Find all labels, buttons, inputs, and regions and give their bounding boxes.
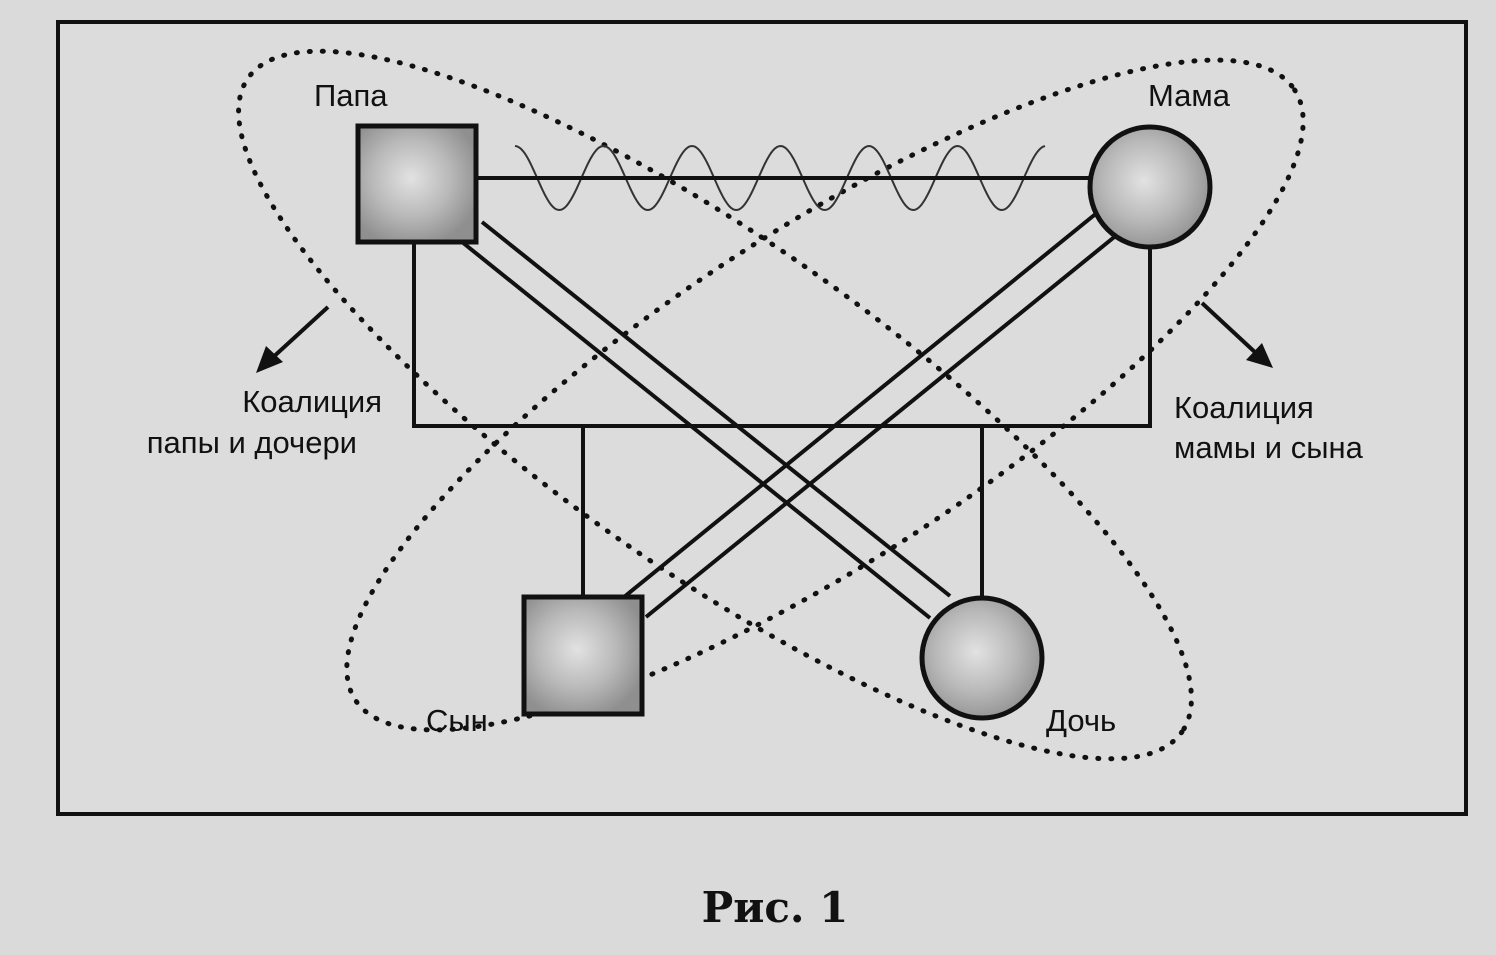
right-coalition-subtitle: мамы и сына [1174,430,1364,465]
mama-label: Мама [1148,78,1231,113]
left-coalition-subtitle: папы и дочери [147,425,357,460]
mama-node [1087,124,1213,250]
son-node [521,594,645,717]
papa-daughter-double-line [460,220,952,620]
figure-caption: Рис. 1 [702,883,849,932]
parents-children-frame [412,242,1152,428]
daughter-node [919,595,1045,721]
left-coalition-arrow [256,305,330,373]
mama-son-double-line [622,210,1120,619]
papa-label: Папа [314,78,388,113]
diagram-frame [56,20,1468,816]
coalition-papa-daughter-outline [236,48,1194,762]
papa-node [355,123,479,245]
son-label: Сын [426,703,488,738]
daughter-label: Дочь [1046,703,1116,738]
left-coalition-title: Коалиция [242,384,382,419]
conflict-wave [514,144,1046,212]
right-coalition-arrow [1200,301,1273,368]
coalition-mama-son-outline [344,57,1306,733]
right-coalition-title: Коалиция [1174,390,1314,425]
